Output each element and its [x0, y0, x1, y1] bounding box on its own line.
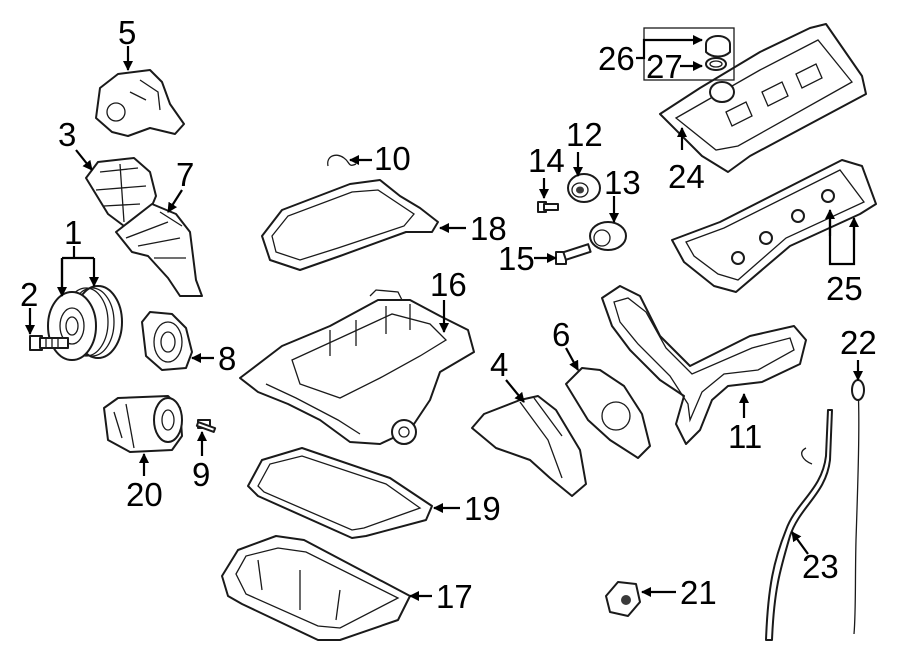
- oil-filter: [103, 395, 183, 453]
- callout-4: 4: [490, 346, 508, 383]
- tensioner-pulley: [589, 221, 627, 251]
- callout-26: 26: [598, 40, 635, 77]
- oil-sensor: [605, 581, 641, 617]
- callout-17: 17: [436, 578, 473, 615]
- valve-cover-gasket: [671, 159, 877, 293]
- callout-7: 7: [176, 156, 194, 193]
- callout-18: 18: [470, 210, 507, 247]
- bolt-15: [555, 243, 592, 265]
- callout-11: 11: [728, 418, 762, 455]
- pulley-bolt: [29, 335, 69, 351]
- upper-oil-pan-gasket: [261, 179, 439, 271]
- callout-8: 8: [218, 340, 236, 377]
- lower-oil-pan-gasket: [247, 447, 433, 539]
- timing-belt: [601, 285, 807, 445]
- callout-2: 2: [20, 276, 38, 313]
- timing-cover-4: [471, 395, 587, 497]
- oil-cap-seal: [705, 57, 727, 71]
- oil-filler-cap: [705, 35, 731, 58]
- callout-21: 21: [680, 574, 717, 611]
- callout-6: 6: [552, 316, 570, 353]
- dipstick-tube: [765, 409, 833, 641]
- callout-22: 22: [840, 324, 877, 361]
- callout-9: 9: [192, 456, 210, 493]
- dipstick: [851, 379, 865, 635]
- gasket-clip: [327, 154, 357, 167]
- callout-5: 5: [118, 14, 136, 51]
- lower-oil-pan: [221, 535, 411, 641]
- idler-pulley: [567, 173, 601, 203]
- bolt-14: [537, 201, 559, 213]
- callout-10: 10: [374, 140, 411, 177]
- callout-12: 12: [566, 116, 603, 153]
- callout-20: 20: [126, 476, 163, 513]
- callout-numbers: 5 3 7 1 2 8 9 20 10 18 16 4 6 19 17 12 1…: [20, 14, 877, 615]
- callout-23: 23: [802, 548, 839, 585]
- upper-timing-belt-cover: [95, 69, 185, 137]
- callout-16: 16: [430, 266, 467, 303]
- callout-1: 1: [64, 214, 82, 251]
- rear-timing-cover: [565, 367, 651, 459]
- callout-13: 13: [604, 164, 641, 201]
- callout-25: 25: [826, 270, 863, 307]
- timing-cover-piece: [85, 157, 157, 227]
- water-pump: [141, 311, 193, 371]
- callout-15: 15: [498, 240, 535, 277]
- callout-3: 3: [58, 116, 76, 153]
- valve-cover: [659, 23, 867, 173]
- callout-19: 19: [464, 490, 501, 527]
- bolt-9: [195, 419, 217, 433]
- callout-14: 14: [528, 142, 565, 179]
- callout-27: 27: [646, 48, 683, 85]
- upper-oil-pan: [239, 289, 475, 445]
- leader-lines: [25, 35, 863, 601]
- callout-24: 24: [668, 158, 705, 195]
